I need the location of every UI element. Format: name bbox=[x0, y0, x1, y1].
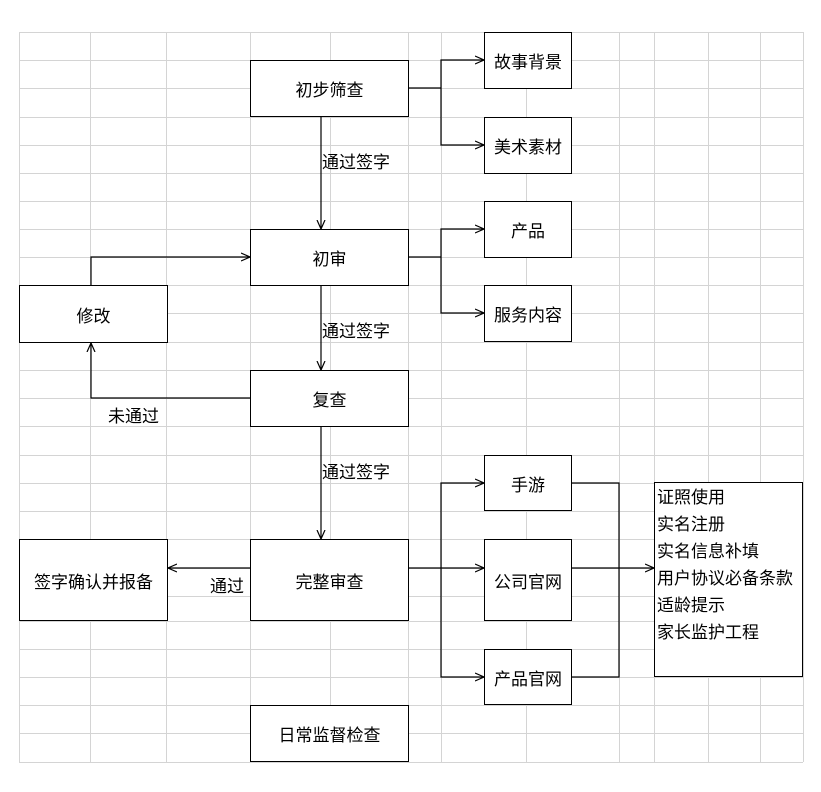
node-story-background: 故事背景 bbox=[484, 32, 572, 89]
grid-line bbox=[19, 539, 803, 540]
edge-label-pass-sign: 通过签字 bbox=[322, 153, 390, 173]
edge-complete-to-mobile bbox=[440, 483, 484, 568]
requirement-item: 适龄提示 bbox=[657, 596, 725, 616]
node-sign-confirm-report: 签字确认并报备 bbox=[19, 539, 168, 621]
edge-modify-to-first-review bbox=[90, 257, 250, 285]
grid-line bbox=[19, 342, 803, 343]
grid-line bbox=[19, 145, 803, 146]
node-daily-supervision: 日常监督检查 bbox=[250, 705, 409, 762]
grid-line bbox=[19, 32, 803, 33]
grid-line bbox=[619, 32, 620, 762]
grid-line bbox=[19, 398, 803, 399]
requirement-item: 用户协议必备条款 bbox=[657, 569, 793, 589]
requirement-item: 实名信息补填 bbox=[657, 542, 759, 562]
edge-label-not-passed: 未通过 bbox=[108, 407, 159, 427]
edge-screening-to-story bbox=[408, 60, 484, 89]
grid-line bbox=[441, 32, 442, 762]
edge-label-pass-sign: 通过签字 bbox=[322, 322, 390, 342]
grid-line bbox=[19, 705, 803, 706]
grid-line bbox=[19, 285, 803, 286]
edge-mobile-to-requirements bbox=[572, 482, 620, 678]
grid-line bbox=[19, 229, 803, 230]
edge-complete-to-product-site bbox=[440, 568, 484, 677]
grid-line bbox=[19, 733, 803, 734]
grid-line bbox=[19, 173, 803, 174]
grid-line bbox=[19, 649, 803, 650]
node-modify: 修改 bbox=[19, 285, 168, 343]
grid-line bbox=[19, 677, 803, 678]
node-product-website: 产品官网 bbox=[484, 649, 572, 705]
grid-line bbox=[19, 596, 803, 597]
grid-line bbox=[19, 426, 803, 427]
grid-line bbox=[19, 511, 803, 512]
edge-first-review-to-service bbox=[440, 257, 484, 313]
node-first-review: 初审 bbox=[250, 229, 409, 286]
grid-line bbox=[708, 32, 709, 762]
requirement-item: 实名注册 bbox=[657, 515, 725, 535]
node-art-assets: 美术素材 bbox=[484, 117, 572, 174]
edge-first-review-to-product bbox=[408, 229, 484, 258]
grid-line bbox=[19, 32, 20, 762]
edge-label-pass-sign: 通过签字 bbox=[322, 463, 390, 483]
node-complete-review: 完整审查 bbox=[250, 539, 409, 621]
requirement-item: 家长监护工程 bbox=[657, 623, 759, 643]
grid-line bbox=[654, 32, 655, 762]
node-re-review: 复查 bbox=[250, 370, 409, 427]
node-mobile-game: 手游 bbox=[484, 455, 572, 511]
grid-line bbox=[19, 483, 803, 484]
edge-label-passed: 通过 bbox=[210, 577, 244, 597]
requirement-item: 证照使用 bbox=[657, 488, 725, 508]
node-product: 产品 bbox=[484, 201, 572, 258]
grid-line bbox=[19, 370, 803, 371]
grid-line bbox=[526, 32, 527, 762]
grid-line bbox=[19, 201, 803, 202]
node-service-content: 服务内容 bbox=[484, 285, 572, 342]
grid-line bbox=[19, 60, 803, 61]
node-initial-screening: 初步筛查 bbox=[250, 60, 409, 117]
edge-re-review-to-modify bbox=[91, 343, 250, 399]
edge-screening-to-art bbox=[440, 88, 484, 145]
grid-line bbox=[803, 32, 804, 762]
grid-line bbox=[760, 32, 761, 762]
grid-line bbox=[166, 32, 167, 762]
node-company-website: 公司官网 bbox=[484, 539, 572, 621]
grid-line bbox=[19, 117, 803, 118]
grid-line bbox=[19, 313, 803, 314]
grid-line bbox=[19, 762, 803, 763]
grid-line bbox=[19, 455, 803, 456]
grid-line bbox=[19, 621, 803, 622]
requirements-list: 证照使用 实名注册 实名信息补填 用户协议必备条款 适龄提示 家长监护工程 bbox=[654, 482, 803, 677]
